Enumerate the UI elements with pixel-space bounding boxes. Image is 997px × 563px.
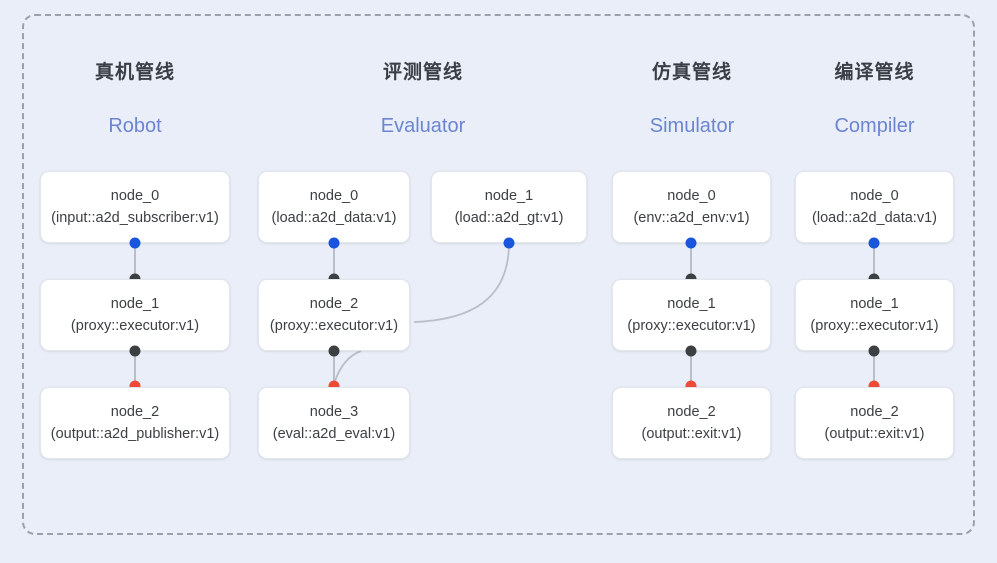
node-signature: (output::a2d_publisher:v1) [50, 426, 220, 442]
node-signature: (load::a2d_data:v1) [271, 210, 397, 226]
node-robot-node_0[interactable]: node_0 (input::a2d_subscriber:v1) [40, 171, 230, 243]
node-signature: (output::exit:v1) [641, 426, 742, 442]
edge-simulator-1-2 [690, 351, 692, 386]
node-compiler-node_2[interactable]: node_2 (output::exit:v1) [795, 387, 954, 459]
node-signature: (env::a2d_env:v1) [633, 210, 750, 226]
node-evaluator-node_0[interactable]: node_0 (load::a2d_data:v1) [258, 171, 410, 243]
port-blue-evaluator-node_0-out[interactable] [328, 237, 340, 249]
node-name: node_0 [309, 188, 359, 204]
node-signature: (proxy::executor:v1) [269, 318, 399, 334]
edge-compiler-1-2 [873, 351, 875, 386]
node-signature: (proxy::executor:v1) [810, 318, 939, 334]
port-red-compiler-node_2-in[interactable] [868, 380, 880, 392]
port-dark-robot-node_1-out[interactable] [129, 345, 141, 357]
edge-compiler-0-1 [873, 243, 875, 279]
node-evaluator-node_2[interactable]: node_2 (proxy::executor:v1) [258, 279, 410, 351]
node-signature: (output::exit:v1) [824, 426, 925, 442]
node-name: node_1 [110, 296, 160, 312]
node-name: node_1 [484, 188, 534, 204]
port-blue-evaluator-node_1-out[interactable] [503, 237, 515, 249]
node-evaluator-node_3[interactable]: node_3 (eval::a2d_eval:v1) [258, 387, 410, 459]
edge-evaluator-2-3 [333, 351, 335, 386]
node-robot-node_2[interactable]: node_2 (output::a2d_publisher:v1) [40, 387, 230, 459]
node-name: node_1 [667, 296, 716, 312]
port-blue-compiler-node_0-out[interactable] [868, 237, 880, 249]
node-name: node_3 [309, 404, 359, 420]
node-simulator-node_2[interactable]: node_2 (output::exit:v1) [612, 387, 771, 459]
node-name: node_0 [850, 188, 899, 204]
node-signature: (input::a2d_subscriber:v1) [51, 210, 219, 226]
node-compiler-node_1[interactable]: node_1 (proxy::executor:v1) [795, 279, 954, 351]
node-simulator-node_0[interactable]: node_0 (env::a2d_env:v1) [612, 171, 771, 243]
node-simulator-node_1[interactable]: node_1 (proxy::executor:v1) [612, 279, 771, 351]
node-signature: (load::a2d_data:v1) [812, 210, 937, 226]
edge-simulator-0-1 [690, 243, 692, 279]
node-signature: (load::a2d_gt:v1) [454, 210, 564, 226]
node-name: node_2 [309, 296, 359, 312]
port-dark-compiler-node_1-out[interactable] [868, 345, 880, 357]
node-name: node_2 [850, 404, 899, 420]
node-name: node_2 [110, 404, 160, 420]
node-robot-node_1[interactable]: node_1 (proxy::executor:v1) [40, 279, 230, 351]
node-name: node_1 [850, 296, 899, 312]
port-blue-robot-node_0-out[interactable] [129, 237, 141, 249]
node-signature: (proxy::executor:v1) [627, 318, 756, 334]
port-red-robot-node_2-in[interactable] [129, 380, 141, 392]
edge-robot-0-1 [134, 243, 136, 279]
edge-evaluator-0-2 [333, 243, 335, 279]
node-evaluator-node_1[interactable]: node_1 (load::a2d_gt:v1) [431, 171, 587, 243]
port-dark-evaluator-node_2-out[interactable] [328, 345, 340, 357]
edge-robot-1-2 [134, 351, 136, 386]
node-name: node_0 [667, 188, 716, 204]
port-red-evaluator-node_3-in[interactable] [328, 380, 340, 392]
node-name: node_2 [667, 404, 716, 420]
port-blue-simulator-node_0-out[interactable] [685, 237, 697, 249]
node-signature: (proxy::executor:v1) [70, 318, 200, 334]
port-red-simulator-node_2-in[interactable] [685, 380, 697, 392]
pipeline-dashed-frame [22, 14, 975, 535]
node-compiler-node_0[interactable]: node_0 (load::a2d_data:v1) [795, 171, 954, 243]
port-dark-simulator-node_1-out[interactable] [685, 345, 697, 357]
node-name: node_0 [110, 188, 160, 204]
node-signature: (eval::a2d_eval:v1) [272, 426, 396, 442]
